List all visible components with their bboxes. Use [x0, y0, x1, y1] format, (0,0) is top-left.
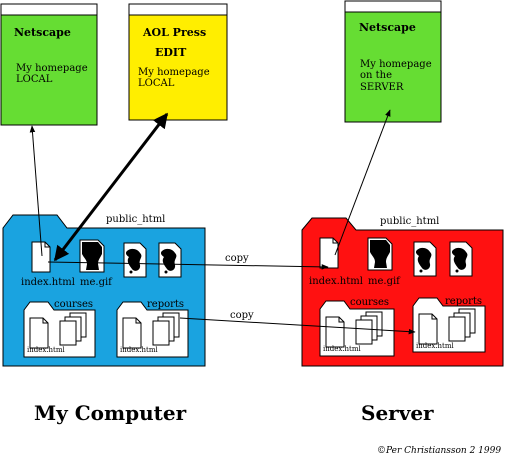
netscape-local-panel	[0, 14, 98, 126]
arrow-local-index-to-netscape	[29, 125, 43, 257]
server-courses-index: index.html	[323, 345, 362, 353]
server-courses-folder: courses index.html	[319, 297, 395, 357]
server-courses-label: courses	[350, 297, 389, 308]
netscape-local-line1: My homepage	[16, 63, 88, 74]
local-index-label: index.html	[21, 277, 75, 288]
netscape-server-line3: SERVER	[360, 82, 404, 93]
server-index-label: index.html	[309, 276, 363, 287]
caption-server: Server	[361, 401, 434, 425]
server-index-file: index.html	[309, 237, 363, 287]
local-me-gif: me.gif	[79, 239, 113, 288]
local-reports-index: index.html	[120, 346, 159, 354]
aol-press-panel	[128, 14, 228, 121]
netscape-server-app: Netscape	[359, 21, 416, 34]
server-folder-name: public_html	[380, 216, 439, 227]
arrow-copy-index	[47, 261, 329, 270]
netscape-server-line1: My homepage	[360, 59, 432, 70]
local-reports-label: reports	[147, 299, 184, 310]
aol-press-line2: LOCAL	[138, 78, 175, 89]
local-courses-label: courses	[54, 299, 93, 310]
server-me-gif-label: me.gif	[368, 276, 401, 287]
local-me-gif-label: me.gif	[80, 277, 113, 288]
server-image-doc-1	[413, 241, 437, 277]
local-index-file: index.html	[21, 241, 75, 288]
aol-press-mode: EDIT	[155, 46, 187, 59]
copy-label-2: copy	[230, 310, 254, 321]
aol-press-app: AOL Press	[142, 26, 206, 39]
local-image-doc-2	[158, 242, 182, 278]
server-image-doc-2	[449, 241, 473, 277]
local-reports-folder: reports index.html	[116, 299, 189, 358]
aol-press-line1: My homepage	[138, 67, 210, 78]
arrow-aol-press-edit	[53, 112, 169, 262]
netscape-local-window: Netscape My homepage LOCAL	[0, 3, 98, 126]
netscape-server-panel	[344, 11, 442, 123]
netscape-local-line2: LOCAL	[16, 74, 53, 85]
copyright-signature: ©Per Christiansson 2 1999	[377, 446, 501, 456]
netscape-server-window: Netscape My homepage on the SERVER	[344, 0, 442, 123]
local-image-doc-1	[123, 242, 147, 278]
netscape-server-line2: on the	[360, 70, 392, 81]
local-folder: public_html index.html me.gif courses in…	[2, 214, 206, 367]
server-reports-index: index.html	[416, 342, 455, 350]
arrow-server-index-to-netscape	[334, 109, 391, 256]
server-folder: public_html index.html me.gif courses in…	[301, 216, 504, 367]
server-reports-label: reports	[445, 296, 482, 307]
copy-label-1: copy	[225, 253, 249, 264]
server-me-gif: me.gif	[367, 237, 401, 287]
arrow-copy-reports	[179, 317, 416, 335]
netscape-local-app: Netscape	[14, 26, 71, 39]
local-courses-index: index.html	[27, 346, 66, 354]
caption-my-computer: My Computer	[34, 401, 187, 425]
local-folder-name: public_html	[106, 214, 165, 225]
local-courses-folder: courses index.html	[23, 299, 96, 358]
server-reports-folder: reports index.html	[412, 296, 486, 353]
aol-press-window: AOL Press EDIT My homepage LOCAL	[128, 3, 228, 121]
